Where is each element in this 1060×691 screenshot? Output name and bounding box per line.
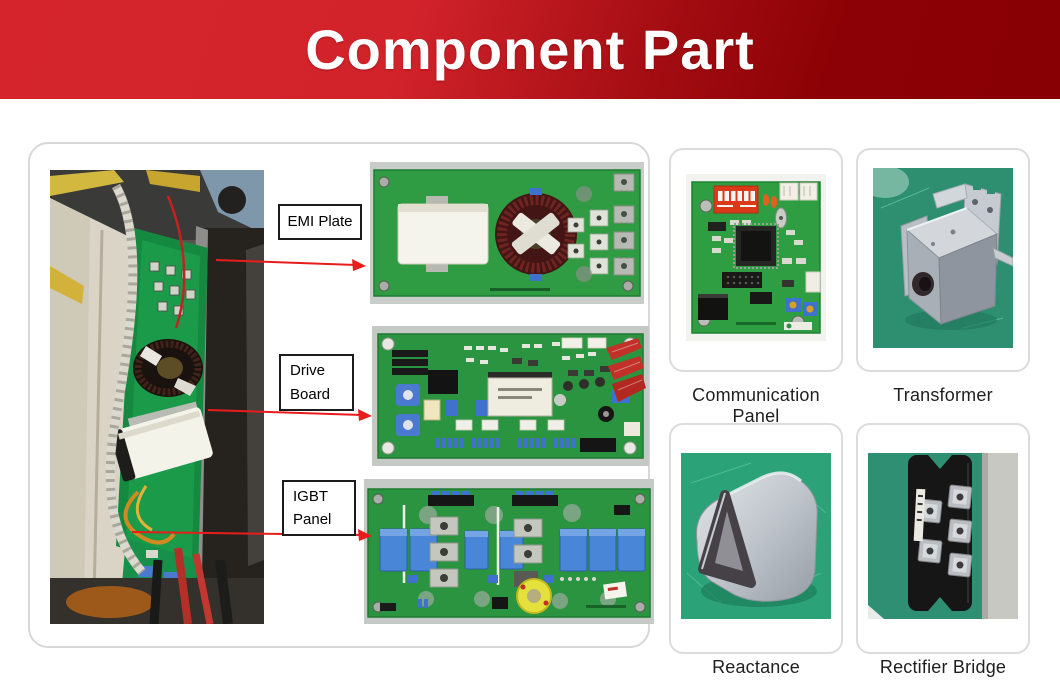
caption-reactance: Reactance (712, 657, 800, 677)
rectifier-bridge-card (856, 423, 1030, 654)
transformer-card (856, 148, 1030, 372)
rectifier-bridge-photo (868, 453, 1018, 624)
igbt-panel-board-photo (364, 479, 654, 624)
drive-board-label-line1: Drive (290, 362, 326, 380)
drive-board-label: Drive Board (279, 354, 354, 411)
igbt-panel-label: IGBT Panel (282, 480, 356, 536)
transformer-photo (861, 165, 1014, 353)
communication-panel-card (669, 148, 843, 372)
component-overview-panel: EMI Plate Drive Board IGBT Panel (28, 142, 654, 648)
reactance-photo (681, 453, 831, 624)
emi-plate-board-photo (370, 162, 644, 304)
drive-board-label-line2: Board (290, 385, 331, 403)
emi-plate-label-text: EMI Plate (287, 213, 353, 231)
machine-interior-photo (50, 170, 264, 624)
reactance-card (669, 423, 843, 654)
page-title: Component Part (305, 18, 755, 81)
drive-board-photo (372, 326, 649, 466)
caption-transformer: Transformer (893, 385, 993, 405)
communication-panel-photo (686, 174, 826, 346)
caption-communication-panel: Communication Panel (692, 385, 820, 426)
title-banner: Component Part (0, 0, 1060, 99)
igbt-panel-label-line2: Panel (293, 511, 332, 528)
igbt-panel-label-line1: IGBT (293, 487, 329, 505)
caption-rectifier-bridge: Rectifier Bridge (879, 657, 1007, 677)
emi-plate-label: EMI Plate (278, 204, 362, 240)
